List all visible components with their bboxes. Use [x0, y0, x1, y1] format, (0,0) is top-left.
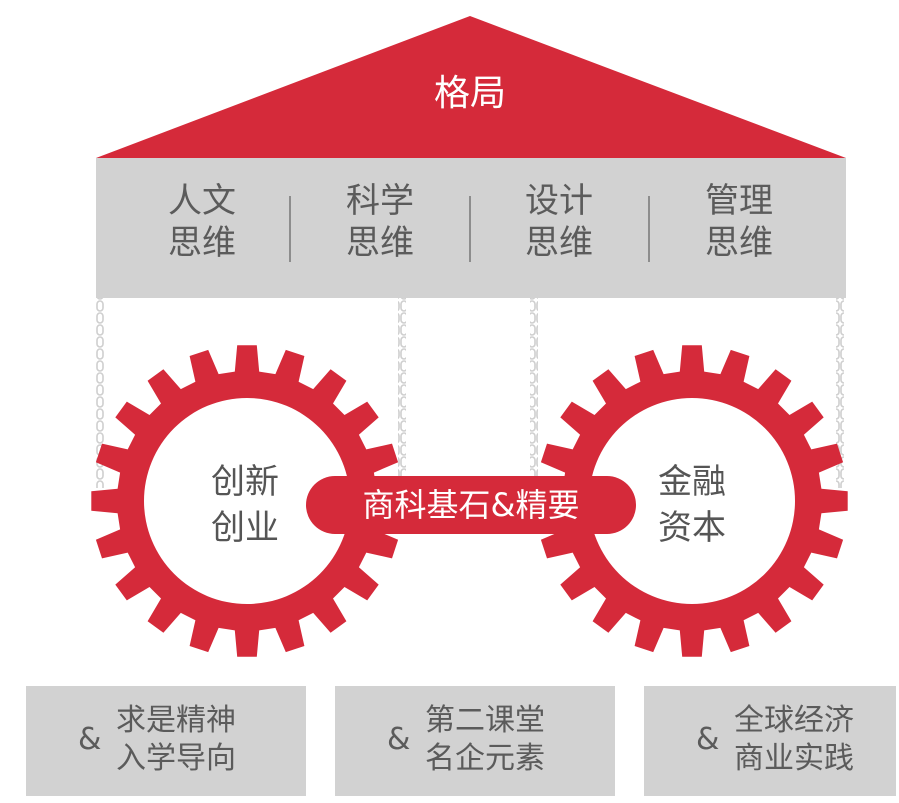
pillar-science: 科学 思维 [305, 180, 455, 264]
link-label: 商科基石&精要 [362, 486, 580, 524]
support-line2: 入学导向 [116, 741, 236, 776]
gear-left-label: 创新 创业 [175, 459, 315, 551]
support-box-text: 第二课堂 名企元素 [425, 702, 545, 778]
support-line1: 求是精神 [116, 703, 236, 738]
pillar-line2: 思维 [346, 223, 414, 263]
support-box-3: & 全球经济 商业实践 [644, 686, 896, 796]
support-box-1: & 求是精神 入学导向 [26, 686, 306, 796]
gear-left-line2: 创业 [211, 508, 279, 548]
support-line1: 全球经济 [734, 703, 854, 738]
pillar-line2: 思维 [168, 223, 236, 263]
ampersand-mark: & [696, 722, 720, 757]
pillar-separator [289, 196, 291, 262]
support-line2: 商业实践 [734, 741, 854, 776]
pillar-design: 设计 思维 [484, 180, 634, 264]
pillar-separator [469, 196, 471, 262]
ampersand-mark: & [78, 722, 102, 757]
chain-3 [530, 298, 538, 488]
chain-2 [398, 298, 406, 488]
link-pill [306, 476, 636, 534]
chain-4 [836, 298, 844, 488]
ampersand-mark: & [387, 722, 411, 757]
pillar-management: 管理 思维 [664, 180, 814, 264]
support-line1: 第二课堂 [425, 703, 545, 738]
pillar-line1: 人文 [168, 181, 236, 221]
roof-triangle [96, 16, 846, 158]
gear-right-line2: 资本 [658, 508, 726, 548]
gear-left-line1: 创新 [211, 462, 279, 502]
pillar-line1: 设计 [525, 181, 593, 221]
pillar-line2: 思维 [525, 223, 593, 263]
support-box-2: & 第二课堂 名企元素 [335, 686, 615, 796]
pillar-separator [648, 196, 650, 262]
thinking-beam [96, 158, 846, 298]
support-box-text: 求是精神 入学导向 [116, 702, 236, 778]
chain-1 [96, 298, 104, 488]
gear-right [536, 345, 848, 657]
support-line2: 名企元素 [425, 741, 545, 776]
support-box-text: 全球经济 商业实践 [734, 702, 854, 778]
gear-right-label: 金融 资本 [622, 459, 762, 551]
roof-title: 格局 [433, 73, 506, 114]
gear-left [91, 345, 403, 657]
pillar-line1: 管理 [705, 181, 773, 221]
pillar-humanities: 人文 思维 [127, 180, 277, 264]
pillar-line1: 科学 [346, 181, 414, 221]
pillar-line2: 思维 [705, 223, 773, 263]
gear-right-line1: 金融 [658, 462, 726, 502]
